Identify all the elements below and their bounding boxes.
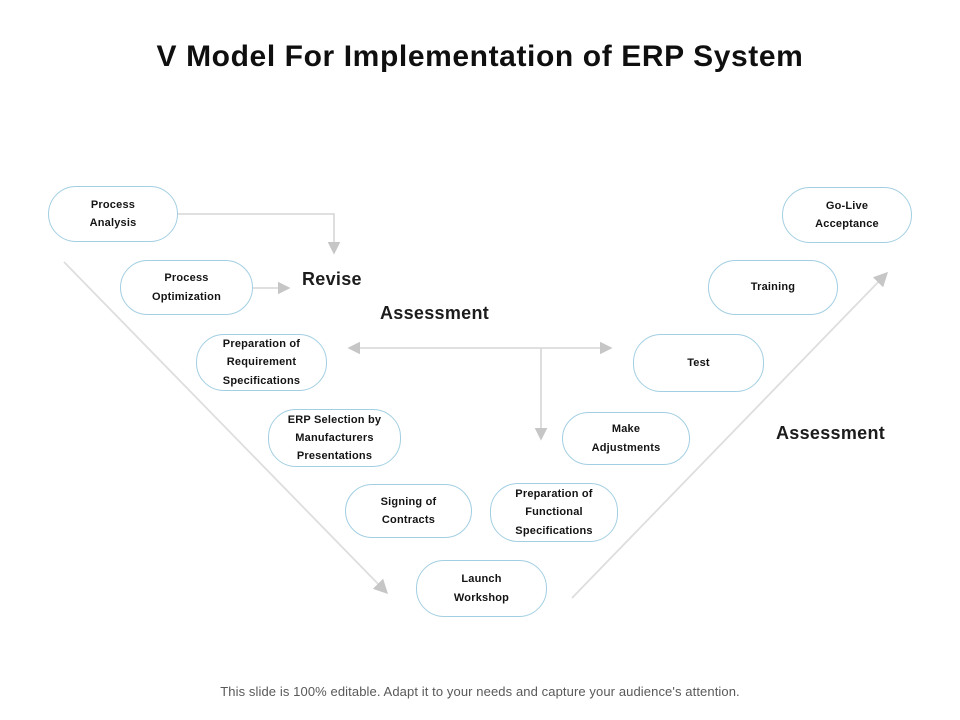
label-assessment-center: Assessment: [380, 303, 490, 323]
node-make-adjustments: Make Adjustments: [562, 412, 690, 465]
label-revise: Revise: [302, 269, 362, 289]
node-go-live-acceptance: Go-Live Acceptance: [782, 187, 912, 243]
node-preparation-of-requirement-specifications: Preparation of Requirement Specification…: [196, 334, 327, 391]
node-erp-selection-by-manufacturers-presentations: ERP Selection by Manufacturers Presentat…: [268, 409, 401, 467]
node-process-analysis: Process Analysis: [48, 186, 178, 242]
v-left-diagonal-arrow: [63, 261, 389, 595]
v-right-diagonal-arrow: [571, 271, 889, 599]
node-training: Training: [708, 260, 838, 315]
node-process-optimization: Process Optimization: [120, 260, 253, 315]
arrow-process-analysis-to-revise: [178, 213, 341, 255]
footer-note: This slide is 100% editable. Adapt it to…: [220, 684, 740, 699]
node-signing-of-contracts: Signing of Contracts: [345, 484, 472, 538]
node-launch-workshop: Launch Workshop: [416, 560, 547, 617]
label-assessment-right: Assessment: [776, 423, 886, 443]
node-preparation-of-functional-specifications: Preparation of Functional Specifications: [490, 483, 618, 542]
node-test: Test: [633, 334, 764, 392]
page-title: V Model For Implementation of ERP System: [156, 40, 804, 73]
